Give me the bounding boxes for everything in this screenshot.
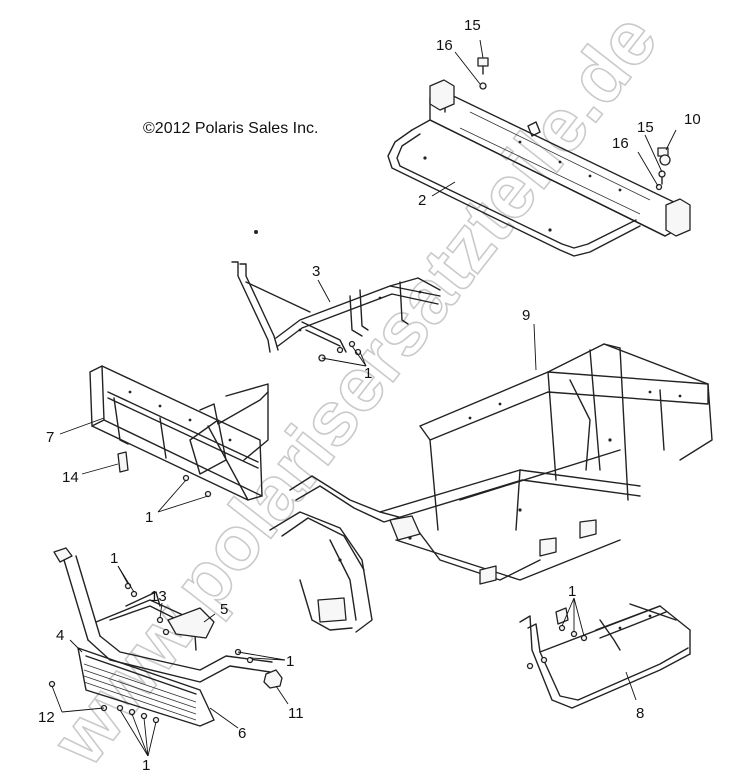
callout-1-bumper-right: 1 <box>286 653 294 670</box>
part-3-support-frame <box>231 230 441 362</box>
callout-numbers: 15 16 10 15 16 2 3 9 1 7 14 1 1 13 5 4 1… <box>38 17 701 774</box>
callout-2: 2 <box>418 192 426 209</box>
watermark-text: www.polarisersatzteile.de <box>36 0 674 778</box>
callout-10: 10 <box>684 111 701 128</box>
copyright-notice: ©2012 Polaris Sales Inc. <box>143 120 319 137</box>
callout-15-right: 15 <box>637 119 654 136</box>
callout-7: 7 <box>46 429 54 446</box>
callout-15-top: 15 <box>464 17 481 34</box>
fastener-group-top <box>477 57 671 191</box>
callout-1-bumper-bottom: 1 <box>142 757 150 774</box>
callout-1-bumper-top: 1 <box>110 550 118 567</box>
part-2-rear-rack <box>387 79 691 257</box>
part-7-front-bulkhead <box>89 365 269 501</box>
callout-13: 13 <box>150 588 167 605</box>
callout-9: 9 <box>522 307 530 324</box>
callout-5: 5 <box>220 601 228 618</box>
callout-4: 4 <box>56 627 64 644</box>
callout-14: 14 <box>62 469 79 486</box>
callout-6: 6 <box>238 725 246 742</box>
callout-8: 8 <box>636 705 644 722</box>
callout-1-bulkhead: 1 <box>145 509 153 526</box>
leader-lines <box>51 39 677 757</box>
callout-16-top: 16 <box>436 37 453 54</box>
part-8-rear-bumper-frame <box>519 603 691 709</box>
part-4-6-front-bumper <box>48 547 283 727</box>
callout-16-right: 16 <box>612 135 629 152</box>
callout-12: 12 <box>38 709 55 726</box>
callout-11: 11 <box>288 705 304 722</box>
callout-1-rear: 1 <box>568 583 576 600</box>
callout-1-mid: 1 <box>364 365 372 382</box>
part-9-main-chassis <box>269 343 713 633</box>
callout-3: 3 <box>312 263 320 280</box>
